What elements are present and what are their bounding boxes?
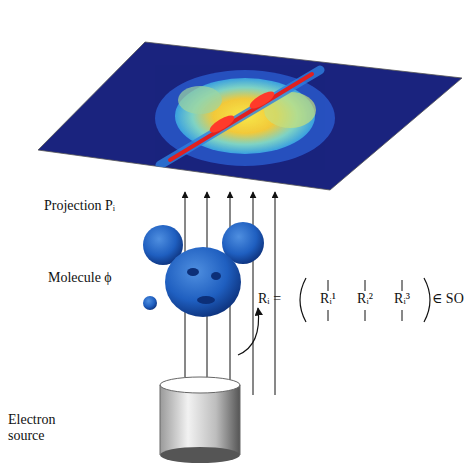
plane-label: Projection Pᵢ (44, 198, 115, 214)
rotation-label: Rᵢ = (258, 291, 281, 307)
matrix-column: Rᵢ³ (394, 291, 410, 307)
matrix-column: Rᵢ¹ (320, 291, 336, 307)
matrix-column: Rᵢ² (357, 291, 373, 307)
source-label: Electron source (8, 412, 78, 444)
group-label: ∈ SO (432, 291, 464, 307)
molecule-label: Molecule ϕ (48, 270, 112, 286)
